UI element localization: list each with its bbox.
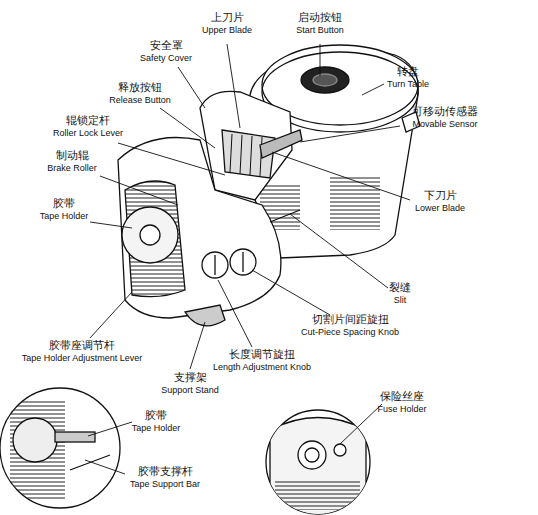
part-label-zh: 胶带 (53, 198, 75, 210)
part-label-en: Tape Holder (40, 212, 89, 222)
part-label-zh: 保险丝座 (380, 391, 424, 403)
part-label-zh: 胶带 (145, 410, 167, 422)
part-label-zh: 支撑架 (174, 372, 207, 384)
part-label-en: Slit (394, 296, 407, 306)
part-label-en: Upper Blade (202, 26, 252, 36)
part-label-en: Safety Cover (140, 54, 192, 64)
part-label-zh: 辊锁定杆 (66, 115, 110, 127)
part-label-en: Support Stand (161, 386, 219, 396)
part-label-zh: 制动辊 (56, 150, 89, 162)
part-label-en: Tape Support Bar (130, 480, 200, 490)
part-label-zh: 可移动传感器 (412, 106, 478, 118)
part-label-en: Movable Sensor (412, 120, 477, 130)
leader-lines (85, 44, 410, 474)
part-label-zh: 转盘 (397, 66, 419, 78)
part-label-zh: 下刀片 (424, 190, 457, 202)
part-label-zh: 释放按钮 (118, 82, 162, 94)
part-label-zh: 启动按钮 (298, 12, 342, 24)
part-label-en: Turn Table (387, 80, 429, 90)
part-label-zh: 胶带座调节杆 (49, 340, 115, 352)
part-label-zh: 胶带支撑杆 (138, 466, 193, 478)
part-label-en: Tape Holder Adjustment Lever (22, 354, 143, 364)
part-label-zh: 长度调节旋扭 (229, 349, 295, 361)
inset-views (0, 388, 370, 515)
part-label-zh: 裂缝 (389, 282, 411, 294)
part-label-zh: 上刀片 (211, 12, 244, 24)
part-label-en: Lower Blade (415, 204, 465, 214)
part-label-en: Cut-Piece Spacing Knob (301, 328, 399, 338)
part-label-en: Fuse Holder (377, 405, 426, 415)
part-label-en: Length Adjustment Knob (213, 363, 311, 373)
part-label-en: Start Button (296, 26, 344, 36)
part-label-zh: 切割片间距旋扭 (312, 314, 389, 326)
dispenser-body (118, 45, 420, 326)
part-label-zh: 安全罩 (150, 40, 183, 52)
part-label-en: Roller Lock Lever (53, 129, 123, 139)
part-label-en: Tape Holder (132, 424, 181, 434)
part-label-en: Brake Roller (47, 164, 97, 174)
part-label-en: Release Button (109, 96, 171, 106)
